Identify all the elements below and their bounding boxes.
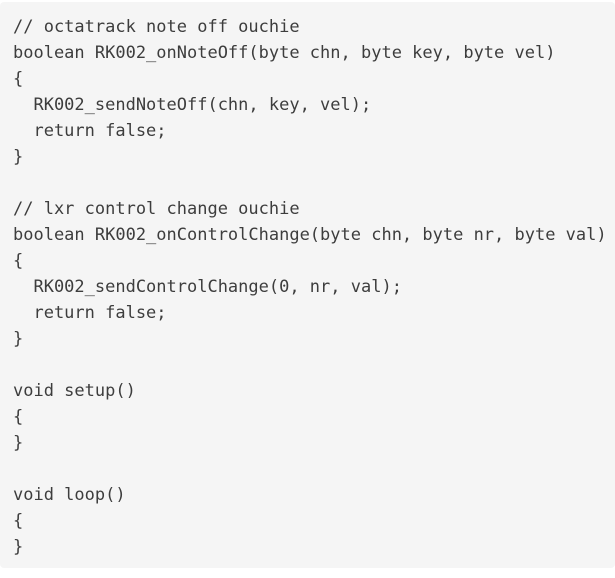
code-block: // octatrack note off ouchie boolean RK0…	[0, 2, 615, 568]
